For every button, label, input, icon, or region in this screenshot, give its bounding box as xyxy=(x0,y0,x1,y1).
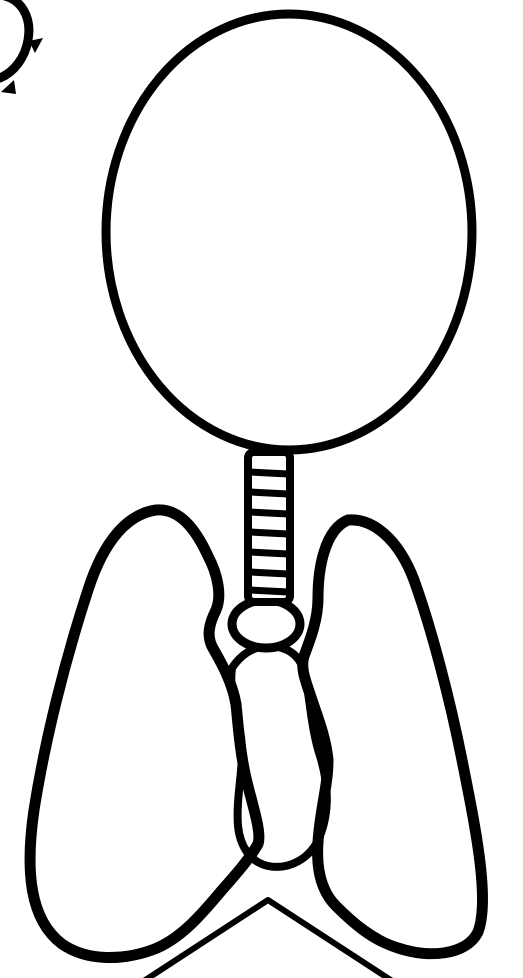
trachea-ring xyxy=(250,572,288,574)
left-lung xyxy=(30,510,259,958)
right-lung xyxy=(303,520,483,954)
trachea-ring xyxy=(250,590,288,592)
corner-arrow-badge xyxy=(0,0,43,94)
trachea-ring xyxy=(250,512,288,514)
trachea-ring xyxy=(250,532,288,534)
larynx-ring xyxy=(232,600,300,648)
trachea-ring xyxy=(250,552,288,554)
trachea-ring xyxy=(250,472,288,474)
head-oval xyxy=(106,14,472,450)
heart-outline xyxy=(231,646,326,867)
trachea-ring xyxy=(250,492,288,494)
corner-arc xyxy=(0,0,29,78)
arrowhead-lower xyxy=(1,80,16,94)
trachea xyxy=(248,452,290,602)
